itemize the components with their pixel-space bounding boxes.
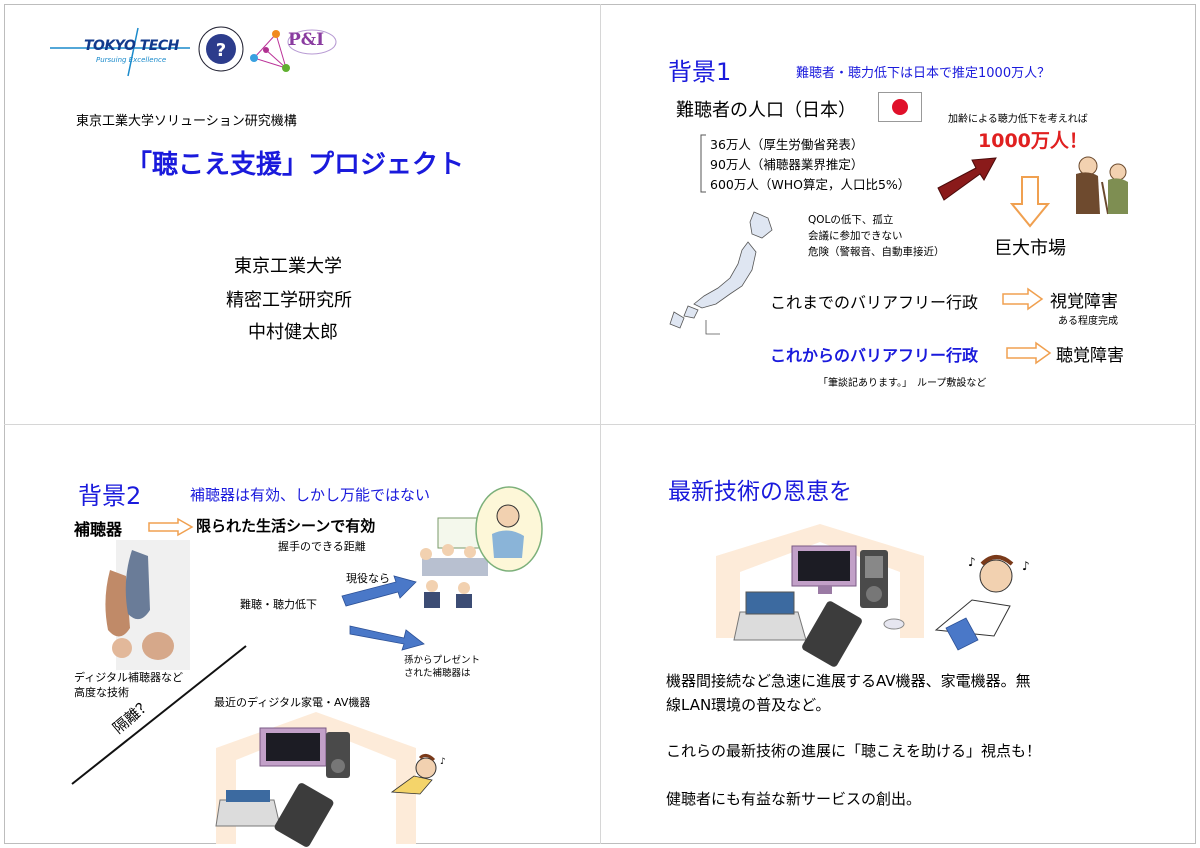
slide2-heading: 背景1 [668, 58, 732, 86]
hearing-loss-label: 難聴・聴力低下 [240, 598, 317, 611]
slide2-subheading: 難聴者・聴力低下は日本で推定1000万人？ [796, 66, 1051, 81]
author-university: 東京工業大学 [234, 256, 342, 277]
paragraph1-line1: 機器間接続など急速に進展するAV機器、家電機器。無 [666, 672, 1031, 690]
past-policy: これまでのバリアフリー行政 [770, 293, 979, 312]
separator-line [71, 645, 247, 785]
paragraph3: 健聴者にも有益な新サービスの創出。 [666, 790, 922, 808]
home-av-devices-icon [215, 712, 416, 847]
past-target: 視覚障害 [1050, 292, 1118, 312]
digital-aids-line1: ディジタル補聴器など [74, 671, 184, 684]
listening-man-icon [475, 486, 543, 572]
svg-text:?: ? [216, 40, 226, 61]
japan-flag-icon [878, 92, 922, 122]
downward-arrow-icon [1009, 176, 1051, 228]
svg-text:♪: ♪ [440, 757, 446, 767]
organization-name: 東京工業大学ソリューション研究機構 [76, 114, 297, 129]
working-age: 現役なら [346, 572, 390, 585]
growth-arrow-icon [937, 157, 997, 201]
paragraph2: これらの最新技術の進展に「聴こえを助ける」視点も！ [666, 742, 1042, 760]
project-title: 「聴こえ支援」プロジェクト [126, 150, 465, 180]
handshake-distance: 握手のできる距離 [278, 540, 366, 553]
limited-arrow-icon [148, 517, 194, 537]
slide4-heading: 最新技術の恩恵を [668, 479, 852, 505]
qol-danger: 危険（警報音、自動車接近） [808, 246, 945, 258]
svg-text:♪: ♪ [1022, 559, 1030, 573]
tokyotech-tagline: Pursuing Excellence [96, 56, 167, 64]
horizontal-divider [4, 424, 1196, 425]
home-av-devices-large-icon: ♪ ♪ [716, 524, 1030, 667]
estimate-mhlw: 36万人（厚生労働省発表） [710, 137, 864, 152]
digital-aids-line2: 高度な技術 [74, 686, 129, 699]
grandchild-gift-line2: された補聴器は [404, 668, 471, 679]
hearing-aid-label: 補聴器 [74, 520, 123, 539]
pi-logo-text: P&I [288, 30, 325, 50]
qol-decline: QOLの低下、孤立 [808, 214, 894, 226]
aging-note: 加齢による聴力低下を考えれば [948, 114, 1088, 125]
tokyotech-logo-text: TOKYO TECH [84, 38, 179, 54]
paragraph1-line2: 線LAN環境の普及など。 [666, 696, 831, 714]
population-label: 難聴者の人口（日本） [676, 100, 856, 121]
qol-meetings: 会議に参加できない [808, 230, 903, 242]
elderly-couple-icon [1076, 156, 1128, 215]
past-policy-arrow-icon [1002, 287, 1044, 311]
hearing-aid-devices-icon [105, 540, 190, 670]
huge-market: 巨大市場 [994, 238, 1066, 259]
slide3-heading: 背景2 [78, 482, 142, 510]
blue-arrow-upper-icon [341, 575, 417, 607]
svg-text:♪: ♪ [968, 555, 976, 569]
slide-1: TOKYO TECH Pursuing Excellence ? P&I 東京工… [0, 0, 600, 424]
slide-2: 背景1 難聴者・聴力低下は日本で推定1000万人？ 難聴者の人口（日本） 36万… [600, 0, 1200, 424]
limited-scenes: 限られた生活シーンで有効 [196, 517, 376, 535]
pi-network-logo-icon [250, 29, 337, 72]
slide-3: 背景2 補聴器は有効、しかし万能ではない 補聴器 限られた生活シーンで有効 握手… [0, 424, 600, 848]
author-name: 中村健太郎 [248, 322, 338, 343]
big-number: 1000万人！ [978, 130, 1088, 152]
grandchild-gift-line1: 孫からプレゼント [404, 655, 481, 666]
tokyotech-logo-icon [50, 27, 190, 77]
slide-4: 最新技術の恩恵を ♪ ♪ 機器間接続など急速に進展するAV機器、家電機器。無 線… [600, 424, 1200, 848]
future-target: 聴覚障害 [1056, 346, 1124, 366]
future-policy: これからのバリアフリー行政 [770, 346, 979, 365]
estimate-who: 600万人（WHO算定，人口比5%） [710, 177, 911, 192]
slide3-subheading: 補聴器は有効、しかし万能ではない [190, 486, 431, 504]
solution-seal-icon: ? [198, 26, 244, 72]
recent-devices-label: 最近のディジタル家電・AV機器 [214, 696, 371, 709]
author-lab: 精密工学研究所 [226, 290, 352, 311]
past-status: ある程度完成 [1058, 316, 1118, 327]
future-policy-arrow-icon [1006, 341, 1052, 365]
blue-arrow-lower-icon [349, 625, 425, 651]
relaxing-listener-icon: ♪ [390, 753, 446, 795]
estimate-industry: 90万人（補聴器業界推定） [710, 157, 864, 172]
estimates-bracket [700, 134, 706, 193]
japan-map-icon [669, 211, 773, 335]
policy-examples: 「筆談記あります。」 ループ敷設など [818, 378, 987, 389]
